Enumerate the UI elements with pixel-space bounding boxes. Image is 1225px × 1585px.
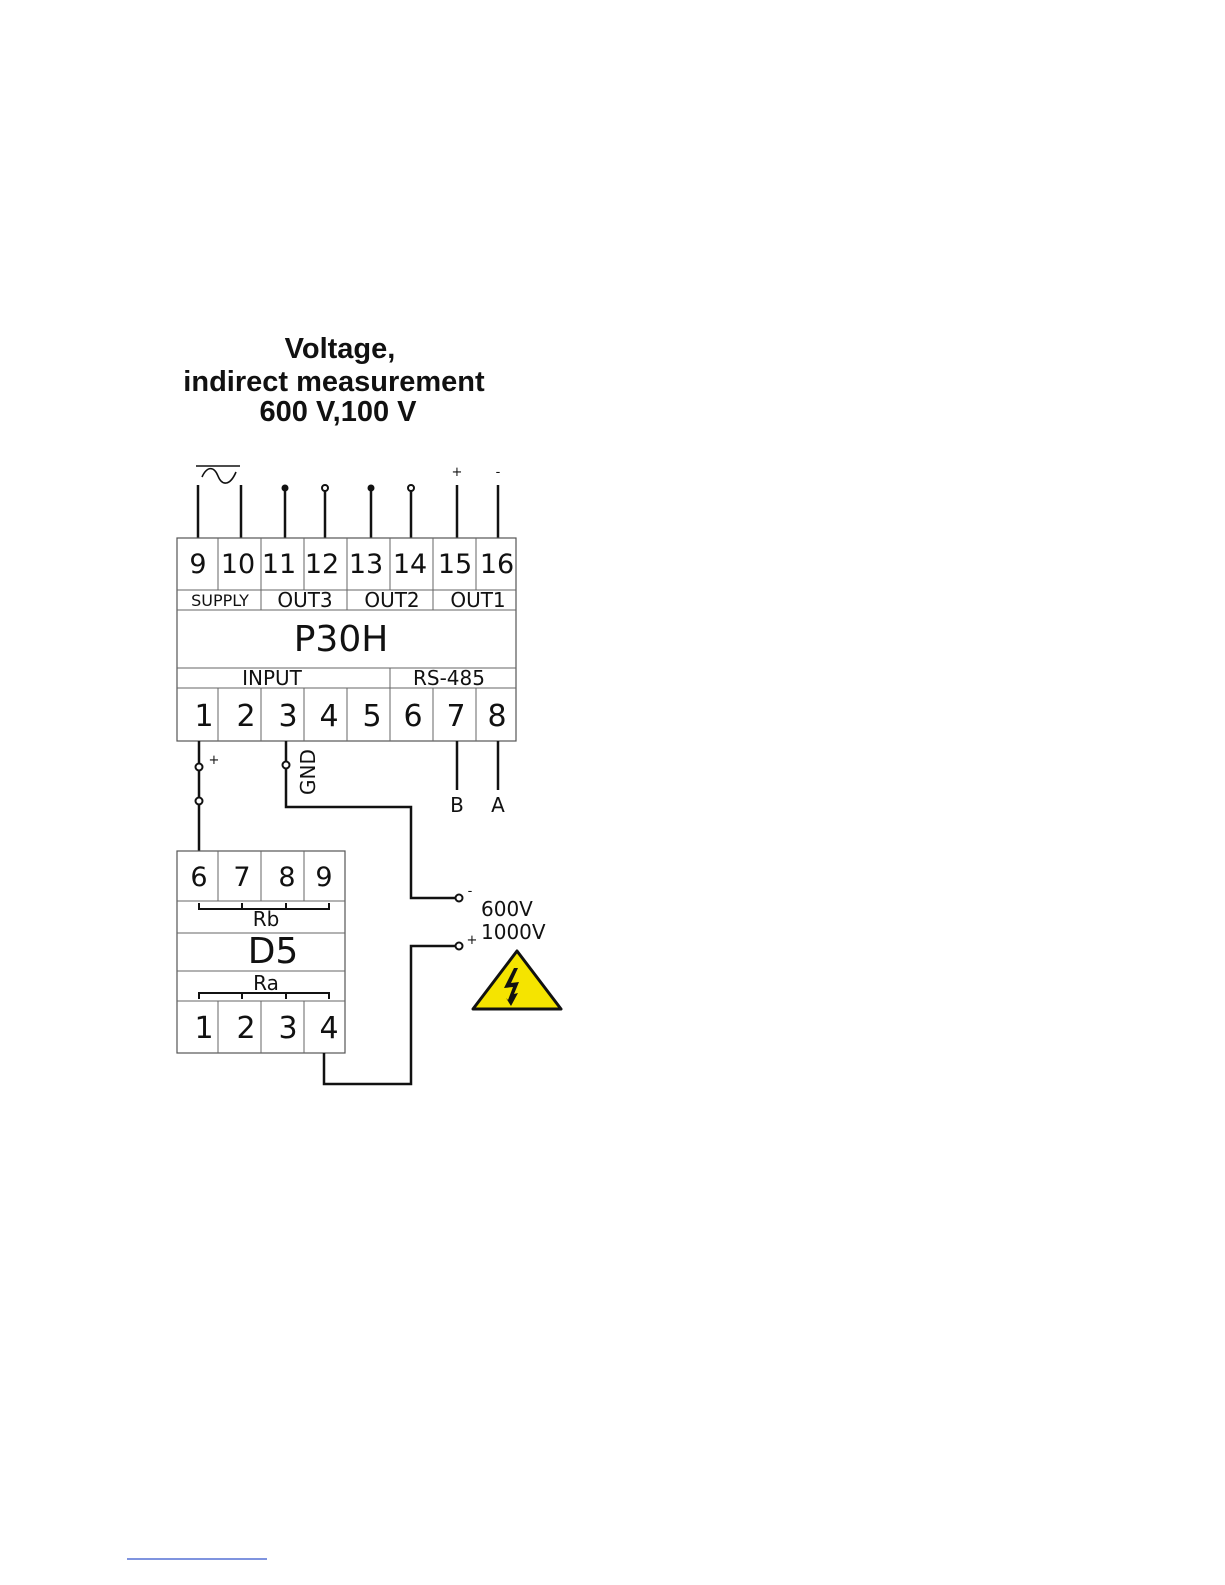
p30h-group-out2: OUT2: [364, 588, 419, 612]
d5-terminal-2: 2: [236, 1011, 255, 1046]
d5-terminal-3: 3: [278, 1011, 297, 1046]
p30h-terminal-7: 7: [446, 699, 465, 734]
rs485-a-label: A: [491, 793, 505, 817]
d5-terminal-4: 4: [319, 1011, 338, 1046]
p30h-group-input: INPUT: [242, 666, 303, 690]
p30h-terminal-1: 1: [194, 699, 213, 734]
out1-plus-label: +: [452, 465, 463, 480]
p30h-terminal-5: 5: [362, 699, 381, 734]
p30h-terminal-12: 12: [305, 549, 339, 580]
top-wires: [198, 485, 498, 539]
p30h-terminal-6: 6: [403, 699, 422, 734]
p30h-terminal-2: 2: [236, 699, 255, 734]
d5-terminal-6: 6: [190, 862, 207, 893]
input-plus-wire: [196, 741, 203, 851]
rs485-b-label: B: [450, 793, 464, 817]
p30h-model-label: P30H: [294, 619, 389, 660]
p30h-group-supply: SUPPLY: [191, 591, 249, 610]
d5-terminal-7: 7: [233, 862, 250, 893]
title-line-1: Voltage,: [285, 333, 396, 365]
p30h-group-rs485: RS-485: [413, 666, 485, 690]
measurement-plus-sign: +: [467, 933, 478, 948]
p30h-terminal-16: 16: [480, 549, 514, 580]
p30h-terminal-14: 14: [393, 549, 427, 580]
p30h-group-out1: OUT1: [450, 588, 505, 612]
p30h-terminal-11: 11: [262, 549, 296, 580]
p30h-terminal-9: 9: [189, 549, 206, 580]
p30h-terminal-13: 13: [349, 549, 383, 580]
p30h-terminal-10: 10: [221, 549, 255, 580]
range-1000v-label: 1000V: [481, 920, 546, 944]
measurement-minus-sign: -: [468, 884, 473, 899]
gnd-label: GND: [296, 749, 320, 795]
out1-minus-label: -: [496, 465, 501, 480]
d5-group-rb: Rb: [253, 907, 280, 931]
d5-terminal-1: 1: [194, 1011, 213, 1046]
title-line-3: 600 V,100 V: [260, 396, 418, 428]
d5-terminal-8: 8: [278, 862, 295, 893]
p30h-terminal-8: 8: [487, 699, 506, 734]
high-voltage-warning-icon: [473, 951, 561, 1009]
d5-model-label: D5: [248, 931, 299, 972]
ac-wave-icon: [196, 466, 240, 483]
rs485-wires: [457, 741, 498, 790]
input-plus-label: +: [209, 753, 220, 768]
p30h-terminal-15: 15: [438, 549, 472, 580]
d5-terminal-9: 9: [315, 862, 332, 893]
d5-group-ra: Ra: [253, 971, 279, 995]
p30h-group-out3: OUT3: [277, 588, 332, 612]
p30h-terminal-4: 4: [319, 699, 338, 734]
range-600v-label: 600V: [481, 897, 533, 921]
title-line-2: indirect measurement: [183, 366, 485, 398]
p30h-terminal-3: 3: [278, 699, 297, 734]
